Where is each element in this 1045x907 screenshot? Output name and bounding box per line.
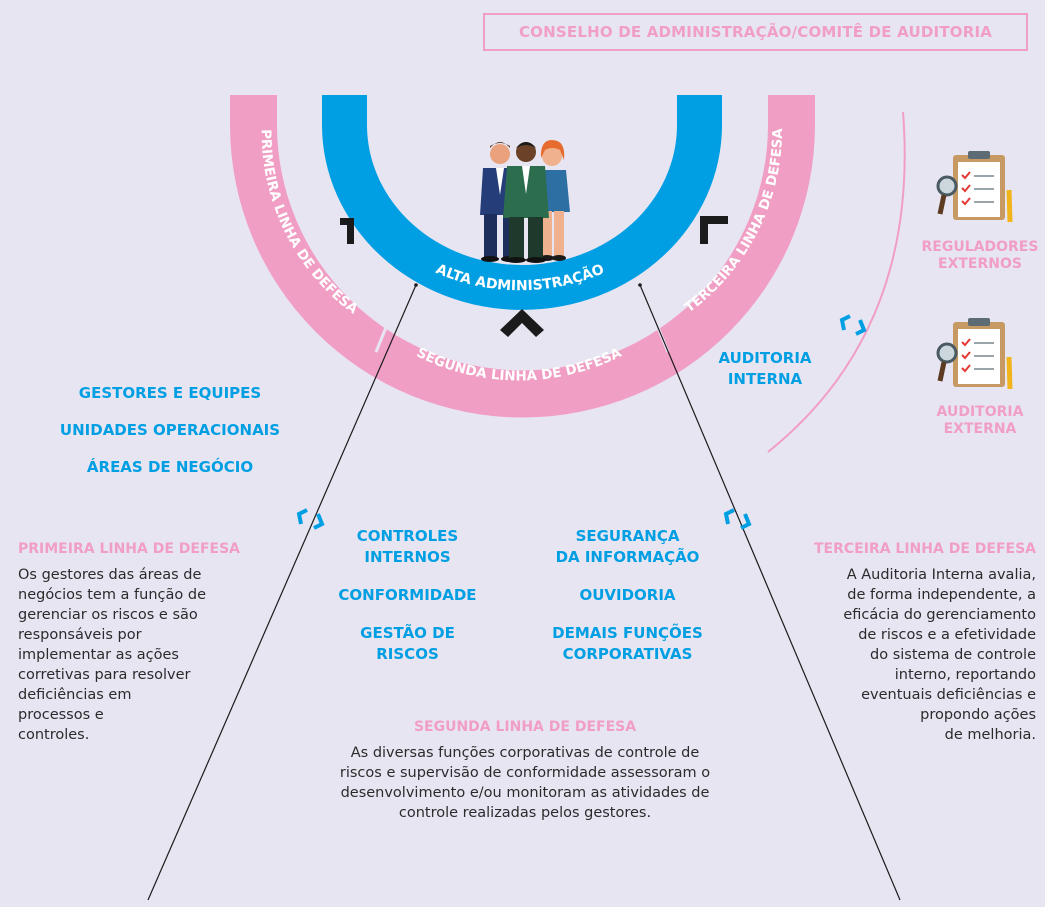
second-line-functions-left: CONTROLES INTERNOS CONFORMIDADE GESTÃO D…	[330, 526, 485, 665]
function-item: CORPORATIVAS	[562, 645, 693, 663]
pointer-line-left	[147, 284, 417, 901]
second-line-title: SEGUNDA LINHA DE DEFESA	[413, 719, 637, 735]
function-item: CONTROLES	[356, 527, 459, 545]
function-item: CONFORMIDADE	[338, 586, 477, 604]
chevron-icon	[296, 314, 867, 530]
second-line-section: SEGUNDA LINHA DE DEFESA As diversas funç…	[290, 719, 760, 823]
regulators-label: REGULADORES EXTERNOS	[921, 239, 1039, 272]
clipboard-magnifier-icon	[936, 318, 1013, 390]
unit-item: ÁREAS DE NEGÓCIO	[86, 458, 254, 476]
first-line-title: PRIMEIRA LINHA DE DEFESA	[18, 541, 241, 557]
function-item: OUVIDORIA	[579, 586, 676, 604]
arrow-up-icon	[500, 309, 544, 337]
function-item: DA INFORMAÇÃO	[555, 548, 700, 566]
internal-audit-label: AUDITORIA INTERNA	[718, 349, 812, 388]
third-line-description: A Auditoria Interna avalia, de forma ind…	[843, 567, 1036, 743]
external-boundary-arc	[767, 111, 906, 453]
first-line-section: PRIMEIRA LINHA DE DEFESA Os gestores das…	[18, 541, 248, 745]
second-line-functions-right: SEGURANÇA DA INFORMAÇÃO OUVIDORIA DEMAIS…	[540, 526, 715, 665]
external-audit-label: AUDITORIA EXTERNA	[936, 404, 1024, 437]
function-item: SEGURANÇA	[575, 527, 680, 545]
third-line-section: TERCEIRA LINHA DE DEFESA A Auditoria Int…	[760, 541, 1036, 745]
first-line-units: GESTORES E EQUIPES UNIDADES OPERACIONAIS…	[40, 384, 300, 476]
clipboard-magnifier-icon	[936, 151, 1013, 223]
outer-defense-arc	[230, 95, 815, 418]
pointer-line-right	[639, 284, 901, 901]
senior-management-arc	[322, 95, 722, 310]
board-committee-label: CONSELHO DE ADMINISTRAÇÃO/COMITÊ DE AUDI…	[518, 23, 993, 41]
unit-item: GESTORES E EQUIPES	[78, 384, 262, 402]
third-line-title: TERCEIRA LINHA DE DEFESA	[814, 541, 1036, 557]
board-committee-box: CONSELHO DE ADMINISTRAÇÃO/COMITÊ DE AUDI…	[483, 13, 1028, 51]
function-item: GESTÃO DE RISCOS	[360, 624, 455, 663]
arrow-corner-left-icon	[340, 218, 354, 244]
executives-icon	[480, 140, 570, 263]
unit-item: UNIDADES OPERACIONAIS	[59, 421, 281, 439]
first-line-description: Os gestores das áreas de negócios tem a …	[18, 567, 207, 743]
function-item: INTERNOS	[364, 548, 451, 566]
arrow-corner-right-icon	[700, 216, 728, 244]
function-item: DEMAIS FUNÇÕES	[552, 624, 703, 642]
second-line-description: As diversas funções corporativas de cont…	[339, 745, 711, 821]
